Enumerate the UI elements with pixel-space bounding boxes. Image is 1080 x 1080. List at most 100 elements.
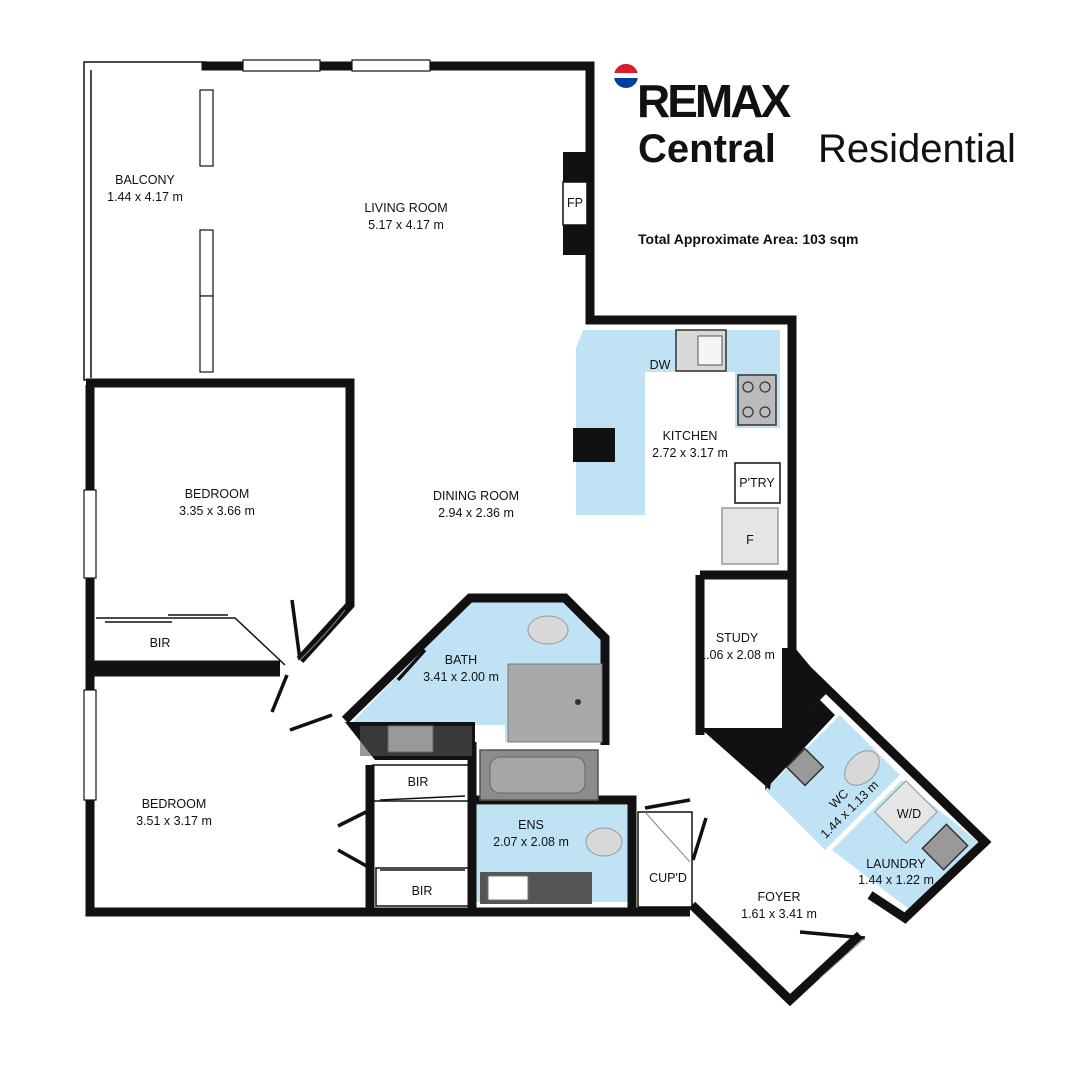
- brand-remax: REMAX: [637, 75, 791, 127]
- study-size: 1.06 x 2.08 m: [699, 648, 775, 662]
- cupd-box: [637, 811, 693, 908]
- arc-cupd: [644, 811, 691, 863]
- ens-name: ENS: [518, 818, 544, 832]
- wall-wc-outer: [788, 651, 992, 924]
- living-name: LIVING ROOM: [364, 201, 447, 215]
- wd-tag: W/D: [897, 807, 921, 821]
- window-balcony-2: [199, 229, 214, 297]
- wall-bath: [341, 593, 610, 745]
- wall-foyer: [688, 901, 864, 1007]
- balcony-name: BALCONY: [115, 173, 175, 187]
- bath-toilet: [527, 615, 569, 645]
- kitchen-size: 2.72 x 3.17 m: [652, 446, 728, 460]
- kitchen-sink-bowl: [697, 335, 723, 366]
- ens-vanity: [487, 875, 529, 901]
- pantry-tag: P'TRY: [739, 476, 775, 490]
- window-living-1: [242, 59, 321, 72]
- bath-name: BATH: [445, 653, 477, 667]
- cooktop: [737, 374, 777, 426]
- kitchen-name: KITCHEN: [663, 429, 718, 443]
- burner-2: [759, 381, 771, 393]
- wall-bedroom1-top: [86, 378, 355, 664]
- wall-living-outer: [201, 61, 797, 655]
- brand-logo: REMAX Central Residential Total Approxim…: [614, 64, 1016, 247]
- arc-foyer: [819, 937, 866, 979]
- washer-dryer: [874, 780, 938, 844]
- bath-size: 3.41 x 2.00 m: [423, 670, 499, 684]
- ens-toilet: [585, 827, 623, 857]
- wc-mass: [765, 700, 835, 790]
- laundry-size: 1.44 x 1.22 m: [858, 873, 934, 887]
- window-balcony-3: [199, 295, 214, 373]
- balcony-size: 1.44 x 4.17 m: [107, 190, 183, 204]
- door-cupd: [644, 798, 691, 810]
- dining-name: DINING ROOM: [433, 489, 519, 503]
- fixtures: [360, 329, 969, 904]
- wc-fill: [765, 715, 900, 850]
- window-bedroom1: [83, 489, 97, 579]
- burner-1: [742, 381, 754, 393]
- bathtub-inner: [489, 756, 586, 794]
- door-foyer: [799, 930, 866, 940]
- windows: [83, 59, 431, 801]
- bedroom1-name: BEDROOM: [185, 487, 250, 501]
- burner-3: [742, 406, 754, 418]
- door-bath-inner: [396, 648, 427, 682]
- bir3-tag: BIR: [412, 884, 433, 898]
- bedroom2-name: BEDROOM: [142, 797, 207, 811]
- brand-residential: Residential: [818, 127, 1016, 171]
- fp-tag: FP: [567, 196, 583, 210]
- door-arcs: [299, 609, 866, 979]
- total-area: Total Approximate Area: 103 sqm: [638, 231, 858, 247]
- door-leaves: [270, 599, 866, 940]
- door-bedroom2: [270, 674, 289, 713]
- shower-drain: [575, 699, 581, 705]
- laundry-name: LAUNDRY: [866, 857, 926, 871]
- arc-bedroom1: [299, 609, 346, 661]
- shower: [507, 663, 603, 743]
- dining-size: 2.94 x 2.36 m: [438, 506, 514, 520]
- window-balcony-1: [199, 89, 214, 167]
- kitchen-fill: [576, 330, 780, 515]
- bir2-door: [379, 795, 466, 801]
- window-living-2: [351, 59, 431, 72]
- door-cupd-2: [691, 817, 708, 861]
- fridge-tag: F: [746, 533, 754, 547]
- bedroom1-size: 3.35 x 3.66 m: [179, 504, 255, 518]
- bir1-tag: BIR: [150, 636, 171, 650]
- study-corner-mass: [700, 648, 830, 790]
- wc-toilet: [844, 750, 880, 786]
- foyer-size: 1.61 x 3.41 m: [741, 907, 817, 921]
- brand-central: Central: [638, 127, 776, 171]
- bir2-tag: BIR: [408, 775, 429, 789]
- fp-block-top: [563, 152, 587, 182]
- door-bath: [289, 713, 333, 732]
- dw-tag: DW: [650, 358, 671, 372]
- sliding-doors: [96, 462, 781, 908]
- fridge: [721, 507, 779, 565]
- burner-4: [759, 406, 771, 418]
- pantry-box: [734, 462, 781, 504]
- wc-basin: [785, 747, 825, 787]
- bir3-box: [375, 867, 471, 907]
- cupd-tag: CUP'D: [649, 871, 687, 885]
- window-bedroom2: [83, 689, 97, 801]
- foyer-name: FOYER: [757, 890, 800, 904]
- fp-block-bottom: [563, 225, 587, 255]
- balloon-icon: [614, 64, 638, 88]
- fp-box: [562, 181, 588, 226]
- door-bedroom1: [290, 599, 302, 661]
- fixture-tags: FP DW P'TRY F BIR BIR BIR CUP'D W/D: [150, 181, 921, 898]
- bedroom2-size: 3.51 x 3.17 m: [136, 814, 212, 828]
- balcony-edge: [83, 61, 206, 381]
- balcony-outline: [83, 61, 206, 381]
- door-bir2: [337, 808, 371, 828]
- laundry-sink: [921, 823, 969, 871]
- bir2-box: [372, 764, 471, 802]
- ens-size: 2.07 x 2.08 m: [493, 835, 569, 849]
- door-bir3: [337, 848, 371, 870]
- study-name: STUDY: [716, 631, 759, 645]
- living-size: 5.17 x 4.17 m: [368, 218, 444, 232]
- bir1-wall: [96, 617, 286, 666]
